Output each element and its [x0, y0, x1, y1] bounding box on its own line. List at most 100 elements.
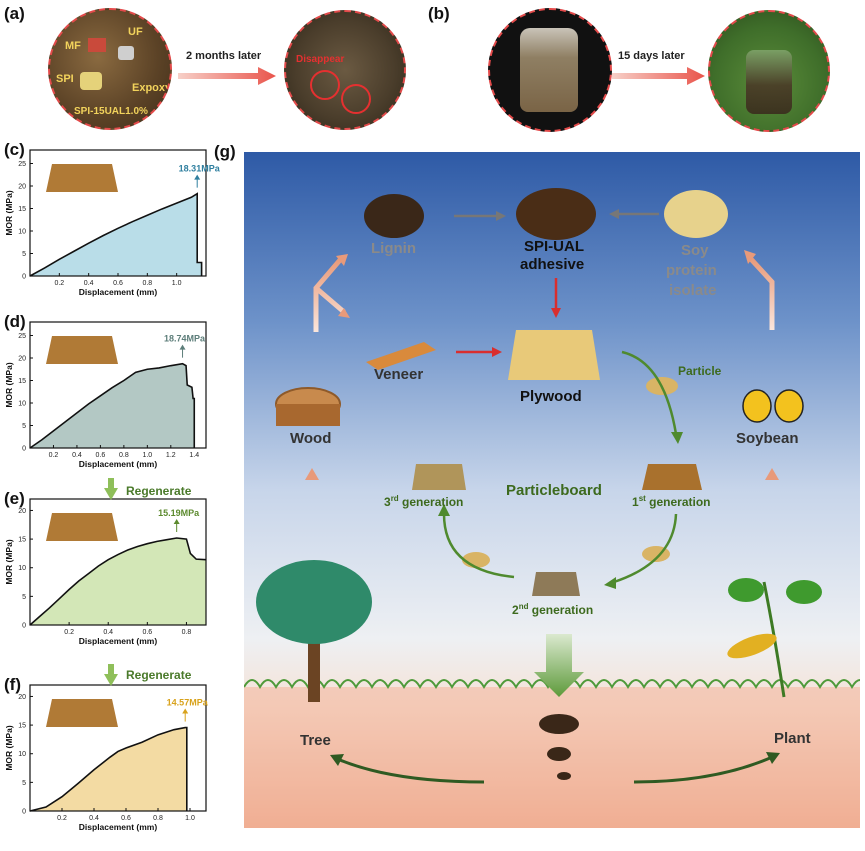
x-tick-label: 0.2 [57, 815, 67, 822]
arrow-gen1-to-gen2 [613, 513, 678, 584]
plot-frame [29, 684, 207, 812]
area-fill [30, 727, 187, 811]
disappear-circle-1 [310, 70, 340, 100]
y-tick-label: 20 [18, 356, 26, 363]
label-gen3: 3rd generation [384, 494, 463, 509]
x-tick-label: 1.2 [166, 452, 176, 459]
label-spi: SPI [56, 73, 74, 85]
x-axis-label: Displacement (mm) [79, 287, 158, 297]
board-photo [46, 336, 118, 364]
sample-uf [118, 46, 134, 60]
y-tick-label: 5 [22, 251, 26, 258]
regenerate-label-2: Regenerate [126, 668, 192, 682]
arrow-a-text: 2 months later [186, 50, 262, 62]
label-tree: Tree [300, 732, 331, 749]
compost-piece-3 [557, 772, 571, 780]
arrow-head [496, 211, 506, 221]
peak-arrow-head [173, 519, 180, 525]
disappear-circle-2 [341, 84, 371, 114]
x-tick-label: 0.4 [84, 280, 94, 287]
y-tick-label: 15 [18, 537, 26, 544]
label-spi-ual: SPI-15UAL1.0% [74, 106, 148, 117]
gen3-num: 3 [384, 495, 391, 509]
arrow-head [609, 209, 619, 219]
y-tick-label: 0 [22, 446, 26, 453]
series-line [29, 537, 207, 626]
regenerate-arrow-2 [104, 664, 118, 686]
panel-d-label: (d) [4, 312, 26, 331]
x-tick-label: 0.2 [64, 629, 74, 636]
plant-leaf-2 [786, 580, 822, 604]
panel-e-label: (e) [4, 489, 25, 508]
area-fill [30, 193, 202, 276]
peak-arrow-head [194, 174, 201, 180]
y-tick-label: 10 [18, 229, 26, 236]
y-tick-label: 15 [18, 206, 26, 213]
arrow-soil-to-tree [339, 758, 485, 784]
soil-burial-photo-before: MF UF SPI Expoxy SPI-15UAL1.0% [48, 8, 172, 130]
series-line [29, 362, 196, 449]
x-tick-label: 0.6 [96, 452, 106, 459]
y-axis-label: MOR (MPa) [4, 362, 14, 408]
gen1-sup: st [638, 494, 646, 503]
label-veneer: Veneer [374, 366, 424, 383]
gen3-board-image [412, 464, 466, 490]
soybean-image-2 [774, 389, 804, 423]
y-tick-label: 0 [22, 623, 26, 630]
y-tick-label: 0 [22, 274, 26, 281]
plant-leaf-1 [728, 578, 764, 602]
x-tick-label: 0.8 [153, 815, 163, 822]
arrow-head [551, 308, 561, 318]
label-uf: UF [128, 26, 143, 38]
x-tick-label: 0.2 [54, 280, 64, 287]
arrow-head [330, 754, 344, 766]
arrow-head [438, 504, 450, 516]
y-tick-label: 20 [18, 508, 26, 515]
plant-pod [727, 633, 777, 659]
plywood-image [508, 330, 600, 380]
arrow-b [612, 67, 705, 85]
spi-ual-adhesive-image [516, 188, 596, 240]
compost-piece-2 [547, 747, 571, 761]
gen2-num: 2 [512, 603, 519, 617]
arrow-head [492, 347, 502, 357]
jar-before [520, 28, 578, 112]
lignin-image [364, 194, 424, 238]
y-tick-label: 10 [18, 565, 26, 572]
x-axis-label: Displacement (mm) [79, 459, 158, 469]
label-adhesive: adhesive [520, 256, 585, 273]
board-photo [46, 164, 118, 192]
jar-photo-before [488, 8, 612, 132]
veneer-image [366, 342, 436, 370]
y-tick-label: 5 [22, 780, 26, 787]
arrow-head [338, 308, 350, 318]
arrow-head [766, 752, 780, 764]
regenerate-label-1: Regenerate [126, 484, 192, 498]
y-axis-label: MOR (MPa) [4, 539, 14, 585]
y-tick-label: 5 [22, 423, 26, 430]
arrow-head [336, 254, 348, 266]
x-tick-label: 0.6 [142, 629, 152, 636]
panel-b-label: (b) [428, 4, 450, 23]
soil-burial-photo-after: Disappear [284, 10, 406, 130]
arrow-soybean-to-soy [748, 256, 775, 330]
y-tick-label: 20 [18, 694, 26, 701]
arrow-head [765, 468, 779, 480]
area-fill [30, 363, 195, 448]
peak-arrow-head [179, 344, 186, 350]
x-tick-label: 0.4 [103, 629, 113, 636]
arrow-wood-branch [313, 258, 346, 332]
arrow-head [604, 577, 616, 589]
compost-piece-1 [539, 714, 579, 734]
arrow-head [744, 250, 756, 264]
arrow-head [671, 432, 683, 444]
x-tick-label: 0.2 [49, 452, 59, 459]
x-tick-label: 0.8 [119, 452, 129, 459]
label-plywood: Plywood [520, 388, 582, 405]
area-fill [30, 538, 206, 625]
gen3-sup: rd [390, 494, 399, 503]
panel-c-label: (c) [4, 140, 25, 159]
arrow-a [178, 67, 276, 85]
